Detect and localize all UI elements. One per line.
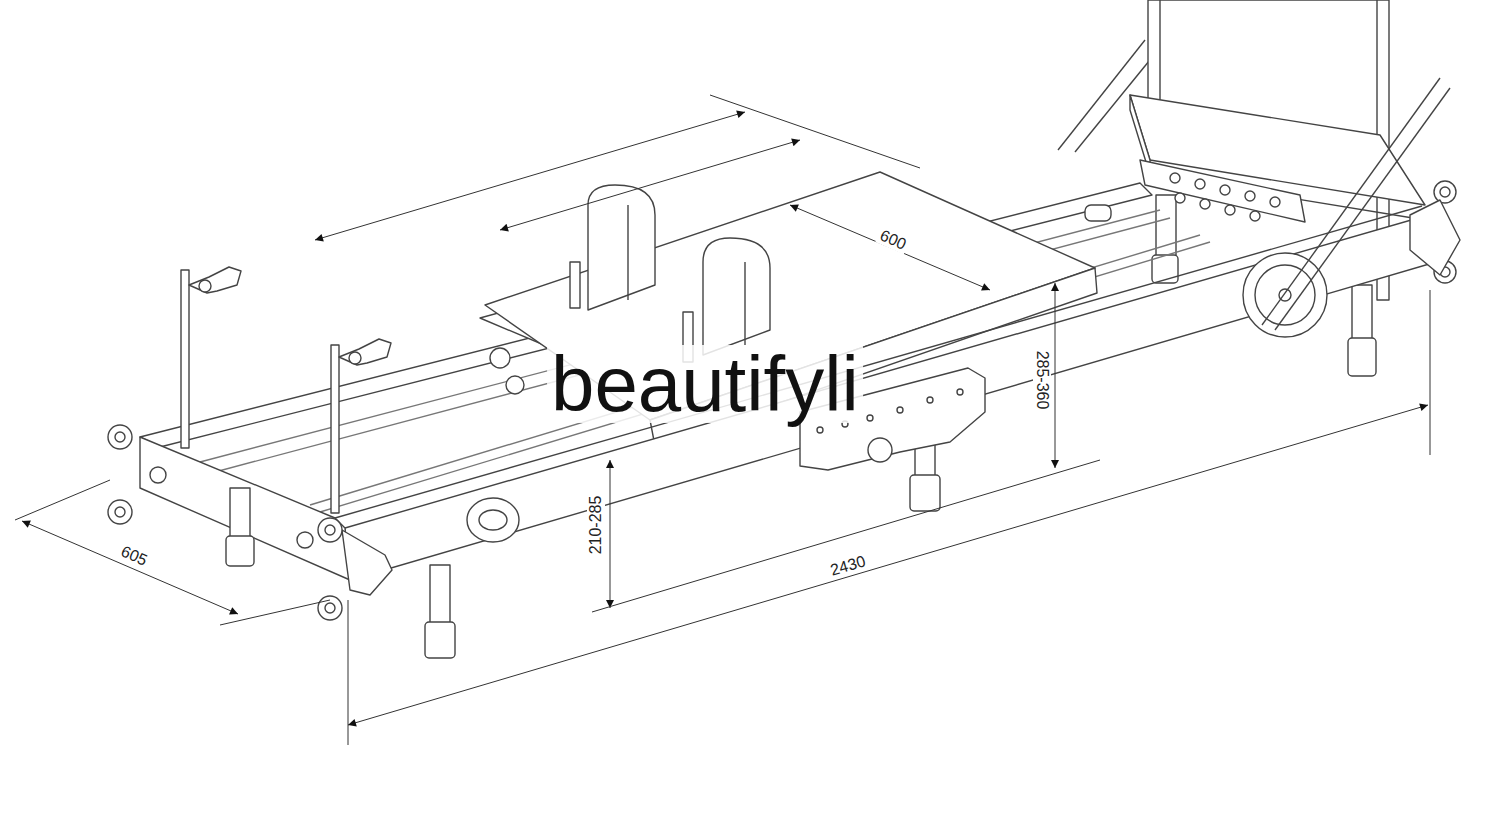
spring-pegs: [1220, 185, 1230, 195]
dimension-line: [592, 460, 1100, 612]
leg: [230, 488, 250, 538]
dimension-line: [348, 600, 349, 745]
spring-pegs: [1170, 173, 1180, 183]
wheel: [1410, 200, 1460, 275]
leg: [226, 536, 254, 566]
bracket: [867, 415, 873, 421]
wheel: [108, 425, 132, 449]
frame-rail: [140, 206, 1436, 595]
leg: [226, 488, 455, 658]
leg: [1152, 255, 1178, 283]
carriage: [588, 185, 655, 310]
wheel: [325, 525, 335, 535]
wheel: [108, 181, 1460, 620]
dimension-label: 2430: [826, 552, 869, 580]
carriage: [744, 262, 745, 345]
wheel: [115, 507, 125, 517]
gear-lever: [1275, 88, 1450, 330]
frame-rail: [342, 530, 392, 595]
wheel: [108, 500, 132, 524]
spring-pegs: [1250, 211, 1260, 221]
dimension-label: 210-285: [587, 494, 605, 557]
gear-lever: [1243, 253, 1327, 337]
dimension-line: [790, 205, 990, 290]
footbar: [331, 345, 339, 513]
frame-rail: [297, 532, 313, 548]
footbar: [339, 339, 391, 365]
spring-pegs: [1225, 205, 1235, 215]
leg: [910, 475, 940, 511]
leg: [1348, 338, 1376, 376]
footbar: [189, 267, 241, 293]
carriage: [627, 205, 628, 300]
bracket: [897, 407, 903, 413]
frame-rail: [345, 214, 1436, 580]
carriage: [506, 376, 524, 394]
spring-pegs: [1085, 160, 1305, 222]
dimension-line: [220, 600, 330, 625]
frame-rail: [335, 206, 1422, 518]
dimension-line: [22, 521, 238, 614]
dimension-line: [1430, 290, 1431, 455]
frame-rail: [479, 510, 507, 530]
spring-pegs: [1175, 193, 1185, 203]
dimension-line: [15, 95, 1430, 745]
wheel: [318, 596, 342, 620]
leg: [1352, 285, 1372, 340]
bracket: [868, 438, 892, 462]
dimension-line: [610, 460, 611, 608]
leg: [430, 565, 450, 625]
footbar: [349, 352, 361, 364]
dimension-label: 605: [116, 542, 151, 571]
leg: [425, 622, 455, 658]
frame-rail: [150, 467, 166, 483]
spring-pegs: [1140, 160, 1305, 222]
bracket: [817, 427, 823, 433]
gear-lever: [1262, 78, 1440, 325]
frame-rail: [467, 498, 519, 542]
footbar: [199, 280, 211, 292]
wheel: [1440, 187, 1450, 197]
spring-pegs: [1195, 179, 1205, 189]
wheel: [115, 432, 125, 442]
wheel: [1434, 181, 1456, 203]
bracket: [957, 389, 963, 395]
bracket: [927, 397, 933, 403]
dimension-line: [348, 405, 1428, 725]
footbar: [181, 270, 189, 448]
tower: [1159, 0, 1160, 100]
spring-pegs: [1200, 199, 1210, 209]
dimension-label: 600: [875, 226, 910, 255]
dimension-label: 285-360: [1033, 349, 1051, 412]
dimension-line: [1055, 283, 1056, 468]
wheel: [318, 518, 342, 542]
carriage: [570, 262, 580, 308]
carriage: [703, 238, 770, 355]
watermark: beautifyli: [547, 345, 863, 423]
gear-lever: [1243, 78, 1450, 337]
spring-pegs: [1085, 205, 1111, 221]
frame-rail: [140, 437, 350, 580]
carriage: [480, 172, 1097, 446]
wheel: [325, 603, 335, 613]
spring-pegs: [1270, 197, 1280, 207]
dimension-line: [15, 480, 110, 520]
carriage: [490, 348, 510, 368]
spring-pegs: [1245, 191, 1255, 201]
dimension-line: [500, 140, 800, 230]
